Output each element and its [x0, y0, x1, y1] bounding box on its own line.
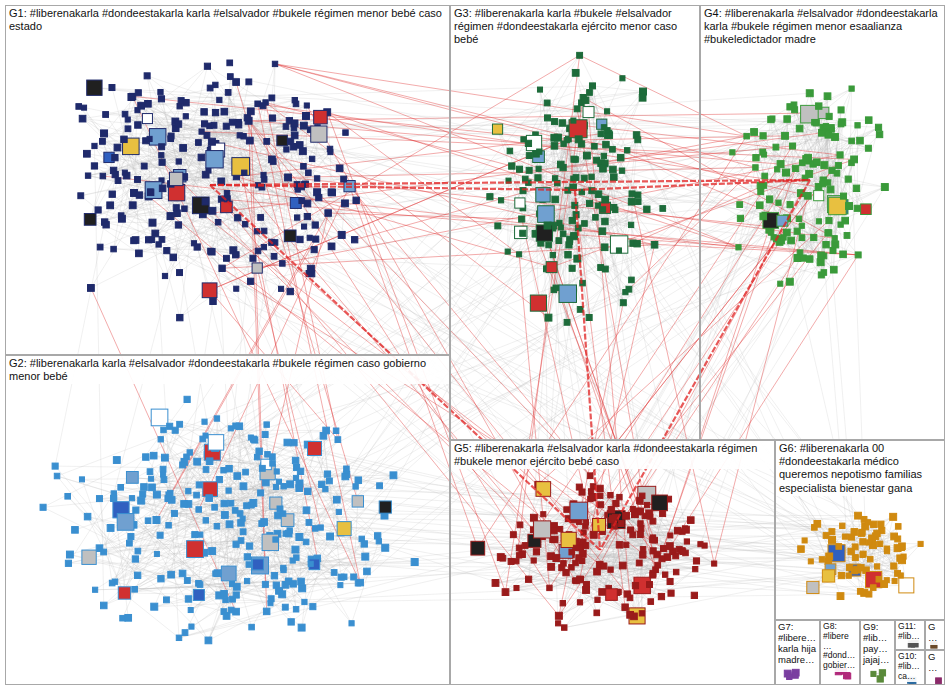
link-line: [84, 108, 127, 176]
link-line: [147, 76, 365, 557]
link-line: [205, 436, 340, 586]
link-line: [134, 103, 581, 193]
link-line: [776, 107, 790, 147]
link-line: [851, 537, 897, 573]
link-line: [787, 119, 808, 158]
link-line: [289, 531, 290, 582]
link-line: [813, 558, 900, 587]
link-line: [125, 99, 161, 114]
link-line: [171, 301, 213, 574]
link-line: [183, 465, 240, 514]
link-line: [55, 466, 135, 559]
link-line: [114, 498, 361, 582]
link-line: [180, 424, 394, 475]
link-line: [614, 576, 849, 593]
link-line: [590, 203, 869, 594]
link-line: [114, 157, 202, 493]
link-line: [523, 171, 622, 234]
link-line: [75, 499, 168, 530]
link-line: [95, 460, 295, 589]
link-line: [566, 573, 625, 608]
link-line: [147, 76, 319, 134]
link-line: [283, 514, 563, 604]
link-line: [68, 496, 209, 640]
link-line: [115, 582, 224, 612]
link-line: [161, 439, 305, 602]
link-line: [191, 531, 290, 610]
link-line: [864, 557, 903, 593]
link-line: [161, 86, 592, 99]
link-line: [304, 184, 332, 246]
link-line: [215, 183, 557, 448]
link-line: [136, 510, 209, 640]
link-line: [539, 123, 562, 152]
link-line: [121, 85, 215, 216]
link-line: [158, 137, 261, 218]
link-line: [152, 487, 160, 535]
link-line: [161, 486, 356, 578]
link-line: [165, 238, 310, 458]
link-line: [302, 430, 326, 627]
link-line: [849, 89, 852, 206]
link-line: [564, 570, 857, 628]
link-line: [90, 176, 103, 219]
link-line: [121, 510, 219, 596]
link-line: [99, 499, 112, 583]
link-line: [740, 127, 879, 204]
link-line: [507, 181, 509, 252]
link-line: [43, 507, 200, 584]
link-line: [761, 119, 771, 185]
link-line: [163, 429, 326, 430]
link-line: [651, 546, 670, 601]
link-line: [203, 439, 288, 520]
link-line: [508, 134, 601, 252]
link-line: [179, 611, 267, 637]
link-line: [138, 482, 279, 551]
link-line: [230, 524, 297, 609]
link-line: [562, 496, 642, 568]
link-line: [102, 141, 165, 276]
link-line: [55, 222, 105, 466]
link-line: [149, 240, 180, 273]
link-line: [795, 110, 866, 209]
link-line: [88, 176, 315, 225]
link-line: [190, 452, 231, 503]
link-line: [115, 481, 329, 582]
link-line: [564, 600, 597, 628]
link-line: [814, 122, 840, 155]
link-line: [146, 457, 212, 551]
link-line: [556, 558, 596, 613]
link-line: [580, 561, 697, 579]
link-line: [114, 121, 176, 170]
link-line: [809, 127, 878, 174]
link-line: [509, 55, 580, 180]
link-line: [123, 593, 179, 638]
link-line: [232, 584, 313, 607]
link-line: [819, 187, 885, 221]
link-line: [115, 426, 239, 582]
link-line: [131, 146, 236, 288]
link-line: [297, 468, 386, 548]
link-line: [525, 545, 619, 591]
link-line: [135, 577, 354, 589]
link-line: [104, 488, 299, 605]
link-line: [258, 104, 344, 179]
link-line: [302, 528, 321, 589]
link-line: [841, 517, 893, 576]
